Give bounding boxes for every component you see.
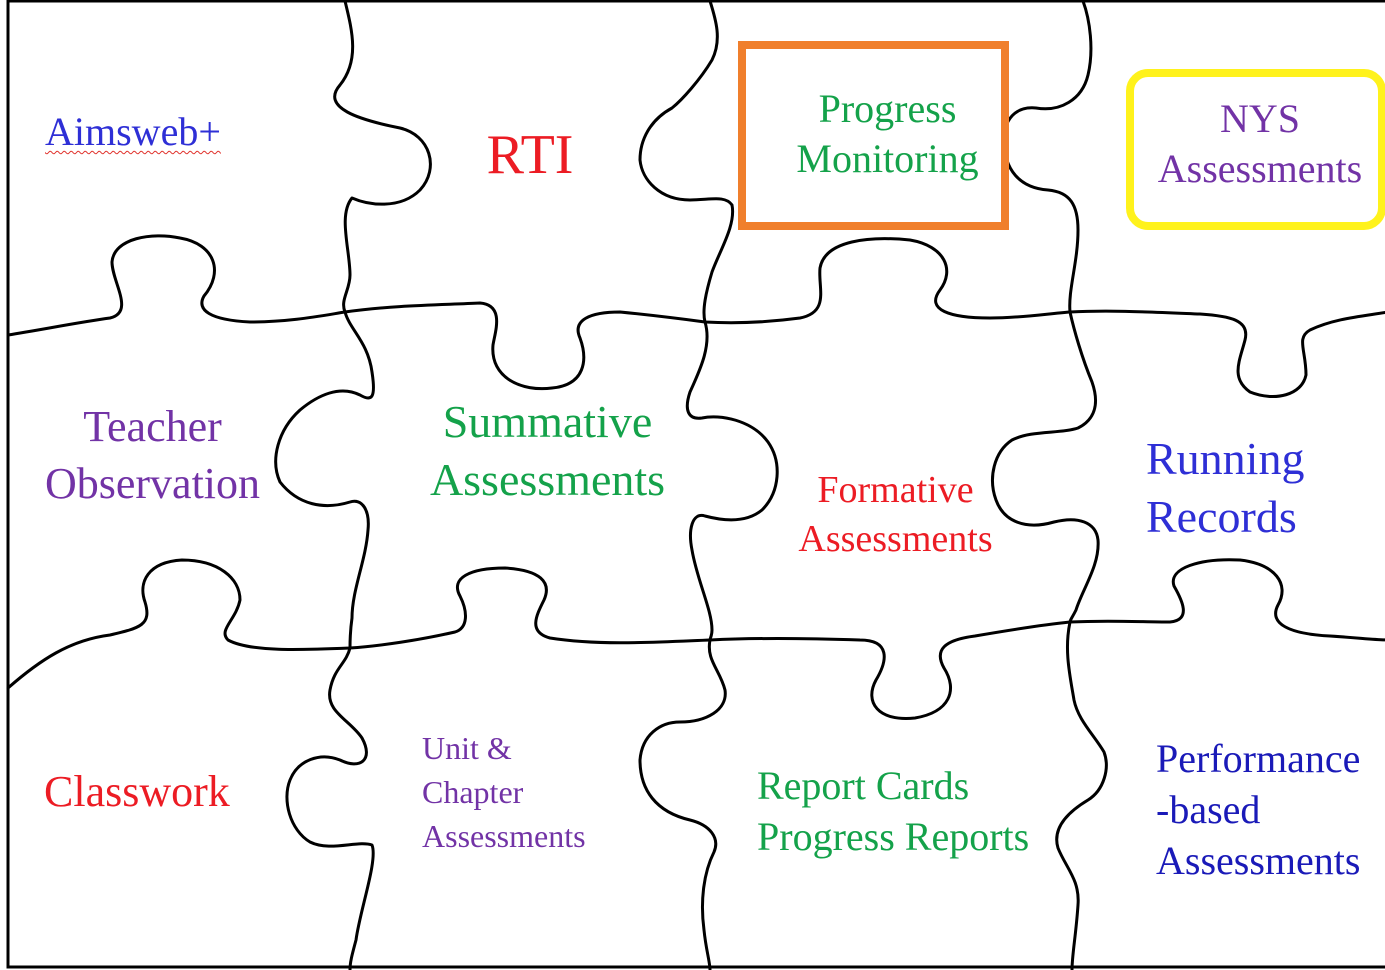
label-progress-monitoring-line1: Progress (818, 86, 957, 131)
label-formative-assessments: Formative Assessments (783, 466, 1008, 565)
label-rti-text: RTI (486, 124, 574, 186)
nys-assessments-highlight-box (1126, 69, 1385, 230)
label-progress-monitoring: Progress Monitoring (770, 84, 1005, 183)
seam-horizontal-1 (6, 234, 1385, 398)
seam-vertical-2 (638, 0, 779, 970)
label-nys-assessments: NYS Assessments (1140, 94, 1380, 194)
label-formative-line2: Assessments (798, 518, 993, 561)
label-performance-line1: Performance (1156, 736, 1361, 781)
label-running-records: Running Records (1146, 430, 1304, 545)
label-teacher-observation-line1: Teacher (83, 402, 222, 451)
label-unit-chapter-line1: Unit & (422, 730, 512, 766)
label-nys-line2: Assessments (1157, 146, 1363, 191)
label-running-records-line1: Running (1146, 433, 1305, 484)
label-teacher-observation-line2: Observation (44, 459, 261, 509)
label-aimsweb-text: Aimsweb+ (45, 109, 221, 154)
label-classwork-text: Classwork (44, 767, 230, 816)
outer-border (6, 0, 1385, 969)
label-unit-chapter-line3: Assessments (422, 817, 586, 854)
label-classwork: Classwork (44, 768, 230, 816)
label-summative-assessments: Summative Assessments (420, 393, 675, 508)
label-performance-line3: Assessments (1156, 837, 1361, 883)
label-progress-monitoring-line2: Monitoring (796, 135, 979, 181)
label-performance-based-assessments: Performance -based Assessments (1156, 734, 1360, 886)
label-summative-line1: Summative (442, 396, 653, 447)
label-formative-line1: Formative (817, 469, 974, 511)
label-performance-line2: -based (1156, 786, 1261, 832)
label-rti: RTI (470, 124, 590, 186)
label-nys-line1: NYS (1219, 96, 1301, 141)
label-unit-chapter-assessments: Unit & Chapter Assessments (422, 727, 586, 858)
label-aimsweb: Aimsweb+ (45, 110, 221, 153)
label-report-cards-line2: Progress Reports (757, 814, 1030, 860)
label-teacher-observation: Teacher Observation (30, 398, 275, 512)
label-summative-line2: Assessments (429, 453, 666, 505)
seam-vertical-1 (274, 0, 432, 970)
seam-horizontal-2 (6, 558, 1385, 721)
progress-monitoring-highlight-box (738, 41, 1009, 230)
label-report-cards-line1: Report Cards (757, 763, 970, 808)
label-unit-chapter-line2: Chapter (422, 773, 524, 810)
label-report-cards: Report Cards Progress Reports (757, 760, 1029, 862)
label-running-records-line2: Records (1146, 490, 1297, 542)
